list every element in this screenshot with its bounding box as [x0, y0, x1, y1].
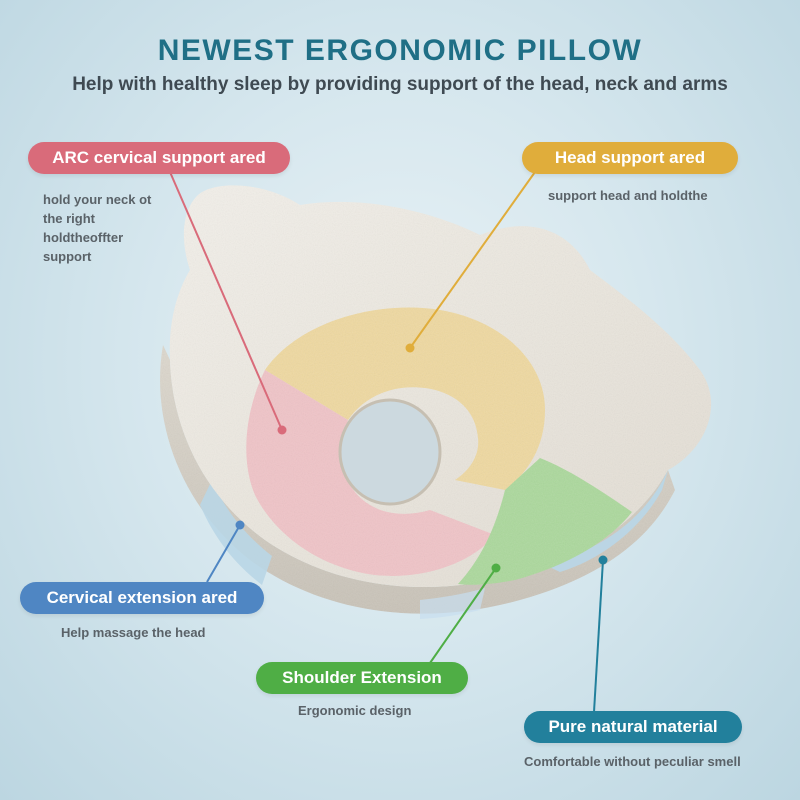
page-subtitle: Help with healthy sleep by providing sup…	[72, 74, 728, 95]
leader-dot-arc	[277, 425, 287, 435]
leader-line-material	[593, 559, 604, 713]
pure-material-label: Pure natural material	[524, 711, 742, 743]
cervical-extension-label: Cervical extension ared	[20, 582, 264, 614]
head-support-label: Head support ared	[522, 142, 738, 174]
leader-dot-head	[405, 343, 415, 353]
head-support-zone	[265, 307, 545, 490]
arc-cervical-zone	[246, 370, 495, 576]
shoulder-extension-label: Shoulder Extension	[256, 662, 468, 694]
leader-dot-shoulder	[491, 563, 501, 573]
head-support-description: support head and holdthe	[548, 188, 708, 203]
arc-cervical-label: ARC cervical support ared	[28, 142, 290, 174]
leader-line-cervical	[206, 524, 241, 583]
cervical-extension-description: Help massage the head	[61, 625, 206, 640]
leader-dot-cervical	[235, 520, 245, 530]
leader-line-arc	[169, 171, 283, 431]
pure-material-description: Comfortable without peculiar smell	[524, 754, 741, 769]
page-title: NEWEST ERGONOMIC PILLOW	[157, 34, 643, 67]
leader-dot-material	[598, 555, 608, 565]
shoulder-extension-description: Ergonomic design	[298, 703, 412, 718]
pillow-center-hole	[340, 400, 440, 504]
arc-cervical-description: hold your neck ot the right holdtheoffte…	[43, 192, 152, 264]
pillow-hole-rim	[338, 398, 442, 506]
cervical-extension-zone-mid	[420, 588, 485, 619]
leader-line-shoulder	[429, 567, 497, 664]
shoulder-extension-zone	[458, 458, 632, 585]
leader-line-head	[409, 171, 536, 349]
